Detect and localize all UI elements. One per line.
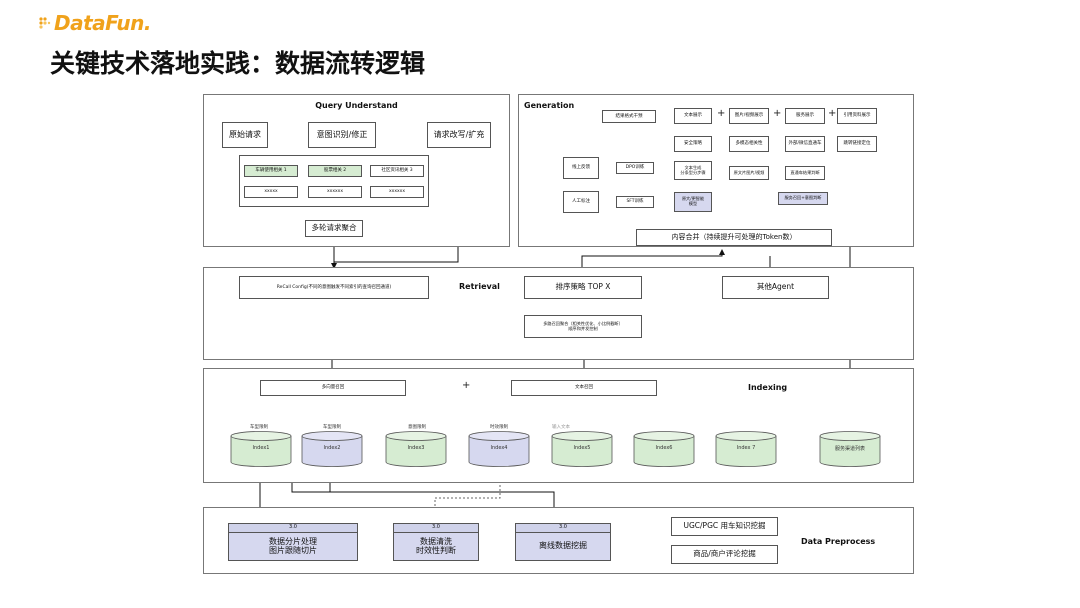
index-cylinder-3[interactable]: Index3 xyxy=(385,431,447,467)
shard-process-label: 数据分片处理 图片跟随切片 xyxy=(269,536,317,555)
dpo-box[interactable]: DPO训练 xyxy=(616,162,654,174)
version-header: 3.0 xyxy=(516,524,610,533)
index-label: Index4 xyxy=(490,445,508,451)
service-channel-cylinder[interactable]: 服务渠道列表 xyxy=(819,431,881,467)
offline-mining-label: 离线数据挖掘 xyxy=(539,541,587,551)
index-cylinder-4[interactable]: Index4 xyxy=(468,431,530,467)
image-extract-box[interactable]: 原文片图片/视频 xyxy=(729,166,769,180)
database-icon xyxy=(819,431,881,467)
index-label: Index2 xyxy=(323,445,341,451)
data-preprocess-title: Data Preprocess xyxy=(801,537,876,546)
cap-car-model-1: 车型限制 xyxy=(250,425,268,430)
database-icon xyxy=(633,431,695,467)
tag-stock[interactable]: 股票相关 2 xyxy=(308,165,362,177)
raw-request-box[interactable]: 原始请求 xyxy=(222,122,268,148)
result-format-box[interactable]: 结果格式干预 xyxy=(602,110,656,123)
index-cylinder-7[interactable]: Index 7 xyxy=(715,431,777,467)
generation-title: Generation xyxy=(524,101,575,110)
intent-tags-container xyxy=(239,155,429,207)
database-icon xyxy=(301,431,363,467)
image-video-box[interactable]: 图片/视频展示 xyxy=(729,108,769,124)
tag-vehicle[interactable]: 车辆使用相关 1 xyxy=(244,165,298,177)
data-preprocess-panel: Data Preprocess 3.0 数据分片处理 图片跟随切片 3.0 数据… xyxy=(203,507,914,574)
cap-car-model-2: 车型限制 xyxy=(323,425,341,430)
generation-panel: Generation 结果格式干预 文本展示 + 图片/视频展示 + 服务展示 … xyxy=(518,94,914,247)
text-recall-box[interactable]: 文本召回 xyxy=(511,380,657,396)
index-label: Index6 xyxy=(655,445,673,451)
tag-placeholder-2: xxxxxx xyxy=(308,186,362,198)
manual-label-box[interactable]: 人工标注 xyxy=(563,191,599,213)
text-gen-box[interactable]: 文本生成 分条型分步骤 xyxy=(674,161,712,180)
index-cylinder-5[interactable]: Index5 xyxy=(551,431,613,467)
index-label: 服务渠道列表 xyxy=(834,446,865,452)
retrieval-panel: Retrieval ReCall Config(不同的意图触发不同索引的查询召回… xyxy=(203,267,914,360)
cap-intent: 意图限制 xyxy=(408,425,426,430)
query-understand-panel: Query Understand 原始请求 意图识别/修正 请求改写/扩充 车辆… xyxy=(203,94,510,247)
tag-placeholder-1: xxxxx xyxy=(244,186,298,198)
plus-sign-4: + xyxy=(462,380,471,391)
index-cylinder-6[interactable]: Index6 xyxy=(633,431,695,467)
query-understand-title: Query Understand xyxy=(315,101,398,110)
text-show-box[interactable]: 文本展示 xyxy=(674,108,712,124)
plus-sign-3: + xyxy=(828,108,837,119)
service-recall-box[interactable]: 服务召回+意图判断 xyxy=(778,192,828,205)
cap-timeliness: 时效限制 xyxy=(490,425,508,430)
safety-box[interactable]: 安全策略 xyxy=(674,136,712,152)
index-cylinder-2[interactable]: Index2 xyxy=(301,431,363,467)
service-show-box[interactable]: 服务展示 xyxy=(785,108,825,124)
logo-dots-icon xyxy=(39,17,51,29)
index-label: Index5 xyxy=(573,445,591,451)
logo: DataFun. xyxy=(38,11,151,35)
intent-box[interactable]: 意图识别/修正 xyxy=(308,122,376,148)
logo-text: DataFun. xyxy=(54,11,151,35)
link-specify-box[interactable]: 跳转链接定位 xyxy=(837,136,877,152)
content-merge-box[interactable]: 内容合并（持续提升可处理的Token数） xyxy=(636,229,832,246)
recall-config-box[interactable]: ReCall Config(不同的意图触发不同索引的查询召回通道) xyxy=(239,276,429,299)
ugc-mining-box[interactable]: UGC/PGC 用车知识挖掘 xyxy=(671,517,778,536)
database-icon xyxy=(715,431,777,467)
version-header: 3.0 xyxy=(229,524,357,533)
citation-box[interactable]: 引用资料展示 xyxy=(837,108,877,124)
tag-community[interactable]: 社区资讯相关 3 xyxy=(370,165,424,177)
index-label: Index3 xyxy=(407,445,425,451)
direct-judge-box[interactable]: 直通车结果判断 xyxy=(785,166,825,180)
offline-mining-box[interactable]: 3.0 离线数据挖掘 xyxy=(515,523,611,561)
database-icon xyxy=(385,431,447,467)
plus-sign-1: + xyxy=(717,108,726,119)
database-icon xyxy=(551,431,613,467)
index-label: Index1 xyxy=(252,445,270,451)
multi-relevance-box[interactable]: 多模态相关性 xyxy=(729,136,769,152)
database-icon xyxy=(468,431,530,467)
page-title: 关键技术落地实践：数据流转逻辑 xyxy=(50,49,426,78)
retrieval-title: Retrieval xyxy=(459,282,500,291)
shard-process-box[interactable]: 3.0 数据分片处理 图片跟随切片 xyxy=(228,523,358,561)
index-label: Index 7 xyxy=(736,445,756,451)
index-cylinder-1[interactable]: Index1 xyxy=(230,431,292,467)
multi-recall-merge-box[interactable]: 多路召回聚合（相关性优化、小比例截断） 顺序和并发控制 xyxy=(524,315,642,338)
llm-box[interactable]: 原大/更智能 模型 xyxy=(674,192,712,212)
rewrite-box[interactable]: 请求改写/扩充 xyxy=(427,122,491,148)
multi-turn-box[interactable]: 多轮请求聚合 xyxy=(305,220,363,237)
plus-sign-2: + xyxy=(773,108,782,119)
sft-box[interactable]: SFT训练 xyxy=(616,196,654,208)
data-clean-box[interactable]: 3.0 数据清洗 时效性判断 xyxy=(393,523,479,561)
database-icon xyxy=(230,431,292,467)
version-header: 3.0 xyxy=(394,524,478,533)
online-feedback-box[interactable]: 线上反馈 xyxy=(563,157,599,179)
external-service-box[interactable]: 外部/微信直通车 xyxy=(785,136,825,152)
tag-placeholder-3: xxxxxx xyxy=(370,186,424,198)
vector-recall-box[interactable]: 多向量召回 xyxy=(260,380,406,396)
other-agent-box[interactable]: 其他Agent xyxy=(722,276,829,299)
data-clean-label: 数据清洗 时效性判断 xyxy=(416,536,456,555)
cap-input-text: 输入文本 xyxy=(552,425,570,430)
indexing-title: Indexing xyxy=(748,383,788,392)
rank-strategy-box[interactable]: 排序策略 TOP X xyxy=(524,276,642,299)
review-mining-box[interactable]: 商品/商户评论挖掘 xyxy=(671,545,778,564)
